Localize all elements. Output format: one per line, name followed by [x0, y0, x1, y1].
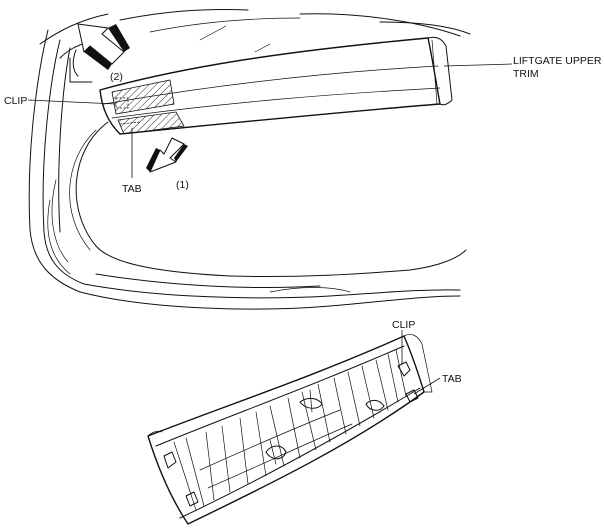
trim-tab	[405, 389, 419, 403]
liftgate-upper-trim-label: LIFTGATE UPPER	[513, 55, 602, 67]
trim-clip	[397, 361, 411, 377]
tab-label-bottom: TAB	[442, 373, 462, 385]
trim-bosses	[163, 389, 385, 507]
trim-ribs	[173, 349, 407, 511]
clip-marker	[115, 97, 129, 109]
liftgate-frame	[28, 8, 471, 310]
tab-label-top: TAB	[122, 183, 142, 195]
trim-leader	[443, 63, 513, 67]
step-2-arrow	[77, 23, 130, 70]
clip-label-top: CLIP	[4, 95, 27, 107]
liftgate-upper-trim	[99, 36, 453, 135]
liftgate-opening-view: LIFTGATE UPPER TRIM CLIP TAB (2) (1)	[4, 8, 602, 310]
liftgate-glass-opening	[75, 121, 467, 278]
clip-hatched-area	[111, 79, 175, 115]
clip-label-bottom: CLIP	[392, 319, 415, 331]
trim-panel-outline	[147, 335, 425, 525]
trim-backside-view: CLIP TAB	[147, 319, 462, 525]
step-1-arrow	[146, 137, 188, 173]
liftgate-upper-trim-label-line2: TRIM	[513, 68, 539, 80]
tab-bottom-leader	[413, 377, 441, 395]
step-2-label: (2)	[110, 71, 123, 83]
clip-top-leader	[27, 99, 117, 105]
tab-hatched-area	[117, 111, 185, 135]
step-1-label: (1)	[176, 179, 189, 191]
